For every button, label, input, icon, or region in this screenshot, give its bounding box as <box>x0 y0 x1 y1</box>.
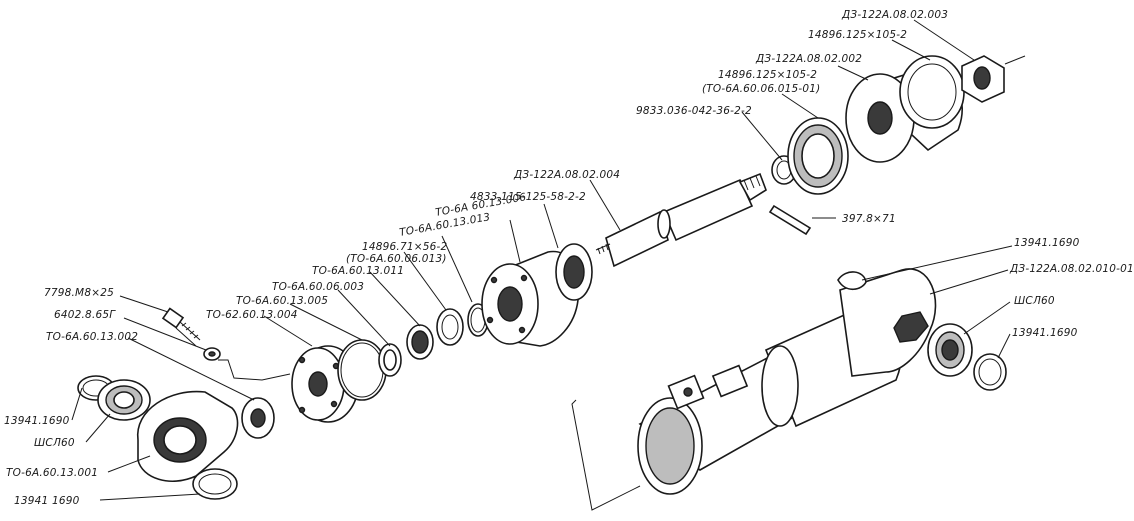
left-end-parts <box>77 307 275 500</box>
right-top-parts <box>771 55 1026 195</box>
wiper-ring <box>436 308 464 346</box>
piston-assembly <box>291 172 812 423</box>
label-7798-m8x25: 7798.М8×25 <box>44 287 114 299</box>
label-14896-71x56-2: 14896.71×56-2 <box>362 241 447 253</box>
label-13941-1690-right: 13941.1690 <box>1012 327 1078 339</box>
rod-seal <box>406 324 434 360</box>
washer-left <box>241 397 275 439</box>
label-13941-1690-bottom: 13941 1690 <box>14 495 80 507</box>
label-to-6a-60-06-015-01: (ТО-6А.60.06.015-01) <box>702 83 820 95</box>
eye-housing-left <box>137 390 239 482</box>
label-14896-125x105-2: 14896.125×105-2 <box>718 69 817 81</box>
castle-nut <box>961 55 1005 103</box>
label-4833-115-125-58-2-2: 4833.115-125-58-2-2 <box>470 191 586 203</box>
piston-rod <box>595 172 767 268</box>
label-to-62-60-13-004: ТО-62.60.13.004 <box>206 309 298 321</box>
label-shsl60-right: ШСЛ60 <box>1014 295 1055 307</box>
label-to-6a-60-13-011: ТО-6А.60.13.011 <box>312 265 404 277</box>
label-shsl60-left: ШСЛ60 <box>34 437 75 449</box>
guide-ring <box>378 343 402 377</box>
o-ring-cover <box>337 339 387 401</box>
assembly-axis-lines <box>218 359 641 511</box>
retaining-ring-right <box>973 353 1007 391</box>
leader-lines <box>71 19 1013 501</box>
cotter-pin <box>768 204 812 236</box>
label-13941-1690-left: 13941.1690 <box>4 415 70 427</box>
spherical-bearing-right <box>927 323 973 377</box>
label-13941-1690-right-top: 13941.1690 <box>1014 237 1080 249</box>
retaining-ring-bottom <box>192 468 238 500</box>
label-6402-8-65g: 6402.8.65Г <box>54 309 116 321</box>
rod-eye-right <box>837 268 937 377</box>
label-to-6a-60-13-001: ТО-6А.60.13.001 <box>6 467 98 479</box>
label-to-6a-60-13-002: ТО-6А.60.13.002 <box>46 331 138 343</box>
label-to-6a-60-06-013: (ТО-6А.60.06.013) <box>346 253 447 265</box>
label-to-6a-60-06-003: ТО-6А.60.06.003 <box>272 281 364 293</box>
label-397-8x71: 397.8×71 <box>842 213 896 225</box>
label-d3-122a-08-02-002: ДЗ-122А.08.02.002 <box>755 53 862 65</box>
bolt-m8 <box>161 307 201 347</box>
label-to-6a-60-13-005: ТО-6А.60.13.005 <box>236 295 328 307</box>
label-9833-036-042-36-2-2: 9833.036-042-36-2-2 <box>636 105 752 117</box>
label-d3-122a-08-02-010-01: ДЗ-122А.08.02.010-01 <box>1009 263 1134 275</box>
spring-washer <box>203 347 221 361</box>
piston <box>481 243 593 347</box>
label-d3-122a-08-02-003: ДЗ-122А.08.02.003 <box>841 9 948 21</box>
spherical-bearing-left <box>97 379 151 421</box>
label-d3-122a-08-02-004: ДЗ-122А.08.02.004 <box>513 169 620 181</box>
cylinder-seal-ring <box>787 117 849 195</box>
gland-ring <box>899 55 965 129</box>
label-14896-125x105-2-top: 14896.125×105-2 <box>808 29 907 41</box>
